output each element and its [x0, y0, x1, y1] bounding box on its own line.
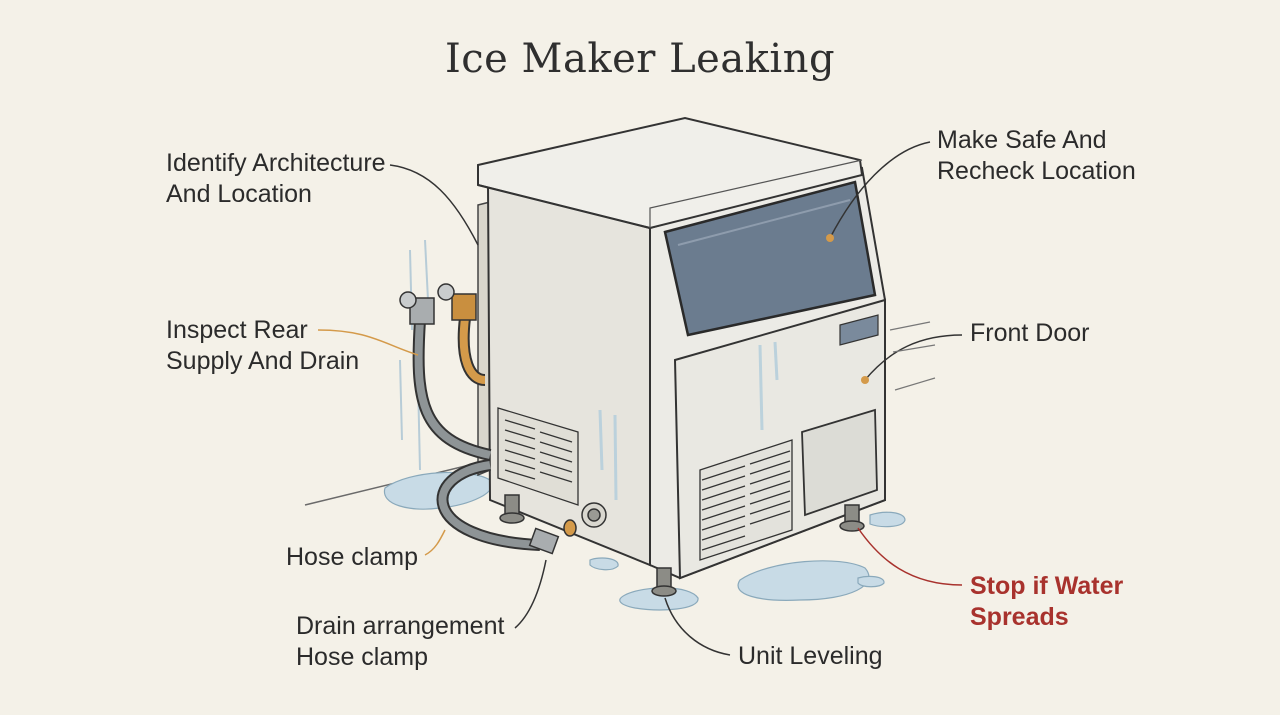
leader-unit-leveling — [664, 597, 731, 656]
label-line: Supply And Drain — [166, 347, 360, 375]
callout-dots — [826, 234, 869, 384]
leader-inspect — [317, 329, 419, 356]
leader-front-door — [864, 334, 963, 381]
diagram-title: Ice Maker Leaking — [444, 36, 836, 82]
label-line: Make Safe And — [937, 126, 1107, 154]
label-unit-leveling: Unit Leveling — [738, 641, 883, 672]
label-line: Unit Leveling — [738, 642, 883, 670]
label-hose-clamp: Hose clamp — [286, 542, 418, 573]
unit-legs — [499, 494, 865, 597]
label-inspect-rear: Inspect Rear Supply And Drain — [166, 315, 359, 377]
label-line: Stop if Water — [970, 572, 1124, 600]
front-opening — [801, 408, 878, 517]
label-make-safe: Make Safe And Recheck Location — [937, 125, 1136, 187]
label-line: Front Door — [970, 319, 1090, 347]
leader-drain — [514, 559, 547, 629]
label-line: Drain arrangement — [296, 612, 505, 640]
leader-lines — [317, 141, 963, 656]
leader-make-safe — [829, 141, 931, 239]
leader-identify — [389, 164, 479, 246]
label-line: Hose clamp — [296, 643, 428, 671]
label-line: Identify Architecture — [166, 149, 386, 177]
label-stop-if-water-spreads: Stop if Water Spreads — [970, 571, 1123, 633]
label-line: Inspect Rear — [166, 316, 308, 344]
side-vents — [497, 407, 579, 506]
label-drain-arrangement: Drain arrangement Hose clamp — [296, 611, 504, 673]
bin-window — [663, 180, 877, 337]
label-line: Recheck Location — [937, 157, 1136, 185]
label-line: Hose clamp — [286, 543, 418, 571]
leader-stop — [857, 527, 963, 586]
supply-hoses — [412, 317, 541, 551]
unit-water-drips — [598, 341, 779, 501]
leader-hose-clamp — [424, 529, 446, 556]
front-vents — [699, 439, 793, 561]
label-identify-architecture: Identify Architecture And Location — [166, 148, 386, 210]
shutoff-valves — [399, 283, 560, 555]
label-line: And Location — [166, 180, 312, 208]
label-front-door: Front Door — [970, 318, 1089, 349]
label-line: Spreads — [970, 603, 1069, 631]
drain-port — [563, 502, 607, 537]
motion-strokes — [889, 321, 936, 391]
